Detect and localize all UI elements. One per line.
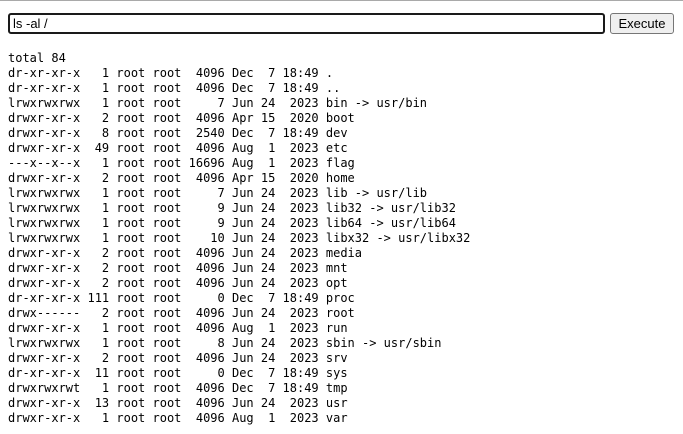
output-line: dr-xr-xr-x 111 root root 0 Dec 7 18:49 p… bbox=[8, 291, 355, 305]
output-line: drwxr-xr-x 8 root root 2540 Dec 7 18:49 … bbox=[8, 126, 348, 140]
output-line: lrwxrwxrwx 1 root root 7 Jun 24 2023 lib… bbox=[8, 186, 428, 200]
output-line: drwxr-xr-x 2 root root 4096 Jun 24 2023 … bbox=[8, 261, 348, 275]
output-line: drwxr-xr-x 13 root root 4096 Jun 24 2023… bbox=[8, 396, 348, 410]
output-line: drwxr-xr-x 1 root root 4096 Aug 1 2023 r… bbox=[8, 321, 348, 335]
output-line: lrwxrwxrwx 1 root root 7 Jun 24 2023 bin… bbox=[8, 96, 428, 110]
output-line: total 84 bbox=[8, 51, 66, 65]
output-line: drwxrwxrwt 1 root root 4096 Dec 7 18:49 … bbox=[8, 381, 348, 395]
output-line: drwxr-xr-x 2 root root 4096 Jun 24 2023 … bbox=[8, 246, 363, 260]
output-line: dr-xr-xr-x 1 root root 4096 Dec 7 18:49 … bbox=[8, 66, 334, 80]
output-line: lrwxrwxrwx 1 root root 10 Jun 24 2023 li… bbox=[8, 231, 471, 245]
output-line: drwx------ 2 root root 4096 Jun 24 2023 … bbox=[8, 306, 355, 320]
output-line: lrwxrwxrwx 1 root root 9 Jun 24 2023 lib… bbox=[8, 201, 456, 215]
top-border bbox=[0, 0, 683, 1]
output-line: drwxr-xr-x 1 root root 4096 Aug 1 2023 v… bbox=[8, 411, 348, 425]
execute-button[interactable]: Execute bbox=[610, 13, 674, 34]
output-line: drwxr-xr-x 49 root root 4096 Aug 1 2023 … bbox=[8, 141, 348, 155]
output-line: dr-xr-xr-x 1 root root 4096 Dec 7 18:49 … bbox=[8, 81, 341, 95]
command-input[interactable] bbox=[8, 13, 605, 34]
output-line: drwxr-xr-x 2 root root 4096 Apr 15 2020 … bbox=[8, 171, 355, 185]
output-line: drwxr-xr-x 2 root root 4096 Jun 24 2023 … bbox=[8, 351, 348, 365]
output-line: lrwxrwxrwx 1 root root 8 Jun 24 2023 sbi… bbox=[8, 336, 442, 350]
output-line: lrwxrwxrwx 1 root root 9 Jun 24 2023 lib… bbox=[8, 216, 456, 230]
command-bar: Execute bbox=[8, 13, 676, 36]
output-line: ---x--x--x 1 root root 16696 Aug 1 2023 … bbox=[8, 156, 355, 170]
output-line: dr-xr-xr-x 11 root root 0 Dec 7 18:49 sy… bbox=[8, 366, 348, 380]
output-line: drwxr-xr-x 2 root root 4096 Apr 15 2020 … bbox=[8, 111, 355, 125]
output-line: drwxr-xr-x 2 root root 4096 Jun 24 2023 … bbox=[8, 276, 348, 290]
